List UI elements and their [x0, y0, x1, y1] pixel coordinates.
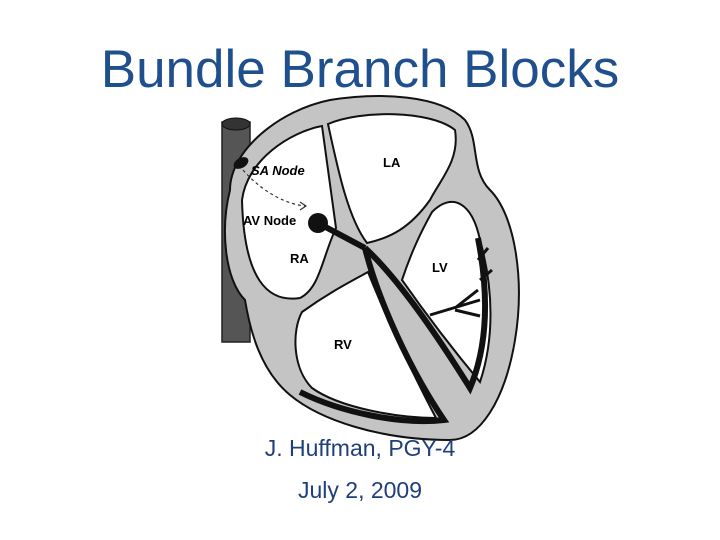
label-la: LA [383, 155, 401, 170]
vena-cava-opening [221, 117, 251, 131]
right-bundle-branch [298, 247, 450, 425]
date-line: July 2, 2009 [297, 477, 423, 503]
right-atrium [240, 124, 338, 300]
sa-node-marker [233, 157, 249, 169]
left-atrium [326, 113, 457, 245]
sa-to-av-arrow [242, 169, 307, 207]
slide-title: Bundle Branch Blocks [100, 40, 620, 99]
label-rv: RV [334, 337, 352, 352]
left-bundle-branch [362, 237, 488, 395]
label-av-node: AV Node [243, 213, 296, 228]
bundle-of-his [316, 220, 367, 251]
author-line: J. Huffman, PGY-4 [264, 435, 456, 461]
label-ra: RA [290, 251, 309, 266]
purkinje-fibers [429, 247, 493, 318]
label-lv: LV [432, 260, 448, 275]
label-sa-node: SA Node [251, 163, 305, 178]
arrow-head [299, 201, 308, 211]
left-ventricle [400, 201, 492, 385]
